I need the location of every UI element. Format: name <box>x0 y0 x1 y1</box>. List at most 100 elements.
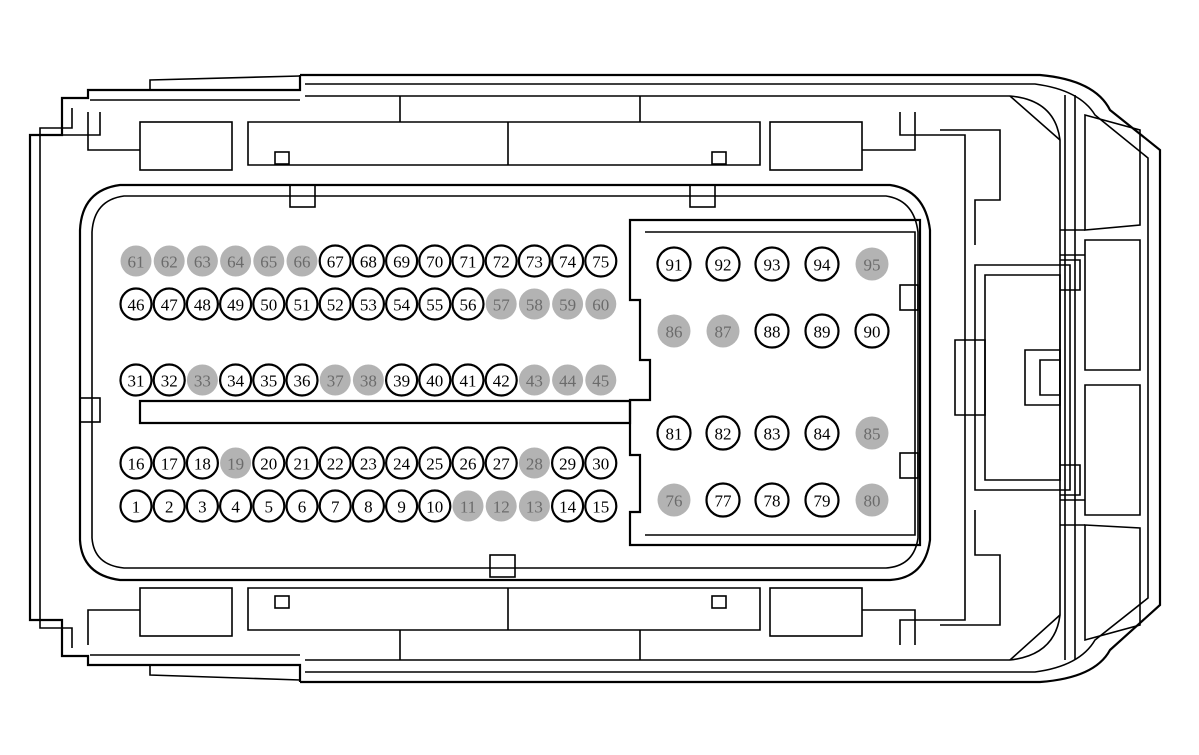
pin-number: 9 <box>397 498 406 517</box>
pin-circle <box>252 287 286 321</box>
pin-number: 65 <box>260 253 277 272</box>
pin-77: 77 <box>705 482 741 518</box>
pin-8: 8 <box>351 489 385 523</box>
pin-circle <box>518 364 550 396</box>
pin-14: 14 <box>550 489 585 523</box>
pin-52: 52 <box>318 287 352 321</box>
pin-number: 93 <box>764 256 781 275</box>
pin-number: 49 <box>227 296 244 315</box>
pin-34: 34 <box>219 363 253 397</box>
pin-number: 28 <box>526 455 543 474</box>
pin-number: 88 <box>764 323 781 342</box>
pin-number: 30 <box>592 455 609 474</box>
pin-number: 89 <box>814 323 831 342</box>
pin-circle <box>351 446 385 480</box>
pin-83: 83 <box>754 415 790 451</box>
pin-63: 63 <box>186 245 218 277</box>
pin-90: 90 <box>854 313 890 349</box>
pin-70: 70 <box>418 244 452 278</box>
pin-number: 92 <box>715 256 732 275</box>
pin-circle <box>219 489 253 523</box>
pin-number: 91 <box>666 256 683 275</box>
pin-44: 44 <box>552 364 584 396</box>
pin-number: 16 <box>128 455 145 474</box>
pin-35: 35 <box>252 363 286 397</box>
pin-74: 74 <box>550 244 585 278</box>
pin-circle <box>754 415 790 451</box>
pin-number: 64 <box>227 253 245 272</box>
pin-number: 40 <box>426 372 443 391</box>
pin-number: 84 <box>814 425 832 444</box>
pin-number: 47 <box>161 296 179 315</box>
pin-circle <box>385 489 419 523</box>
pin-number: 11 <box>460 498 476 517</box>
pin-circle <box>119 489 153 523</box>
pin-12: 12 <box>485 490 517 522</box>
pin-25: 25 <box>418 446 452 480</box>
pin-circle <box>385 287 419 321</box>
pin-30: 30 <box>584 446 618 480</box>
pin-53: 53 <box>351 287 385 321</box>
pin-55: 55 <box>418 287 452 321</box>
pin-circle <box>705 415 741 451</box>
pin-number: 57 <box>493 296 511 315</box>
pin-circle <box>286 245 318 277</box>
pin-93: 93 <box>754 246 790 282</box>
pin-86: 86 <box>657 314 691 348</box>
pin-number: 59 <box>559 296 576 315</box>
pin-number: 94 <box>814 256 832 275</box>
pin-15: 15 <box>584 489 618 523</box>
pin-60: 60 <box>585 288 617 320</box>
pin-circle <box>186 245 218 277</box>
pin-number: 19 <box>227 455 244 474</box>
pin-68: 68 <box>351 244 385 278</box>
pin-circle <box>185 489 219 523</box>
pin-number: 60 <box>592 296 609 315</box>
pin-circle <box>804 482 840 518</box>
pin-16: 16 <box>119 446 153 480</box>
pin-9: 9 <box>385 489 419 523</box>
pin-number: 41 <box>460 372 477 391</box>
pin-circle <box>855 247 889 281</box>
pin-circle <box>351 287 385 321</box>
pin-circle <box>485 288 517 320</box>
pin-number: 25 <box>426 455 443 474</box>
pin-50: 50 <box>252 287 286 321</box>
pin-59: 59 <box>552 288 584 320</box>
pin-61: 61 <box>120 245 152 277</box>
pin-circle <box>552 288 584 320</box>
pin-circle <box>252 363 286 397</box>
pin-circle <box>253 245 285 277</box>
pin-circle <box>585 364 617 396</box>
pin-number: 77 <box>715 492 733 511</box>
pin-number: 61 <box>128 253 145 272</box>
pin-number: 74 <box>559 253 577 272</box>
pin-number: 10 <box>426 498 443 517</box>
pin-31: 31 <box>119 363 153 397</box>
pin-95: 95 <box>855 247 889 281</box>
pin-circle <box>484 244 518 278</box>
pin-circle <box>552 364 584 396</box>
pin-circle <box>418 363 452 397</box>
pin-circle <box>855 483 889 517</box>
pin-circle <box>319 364 351 396</box>
pin-circle <box>185 287 219 321</box>
pin-circle <box>550 489 585 523</box>
pin-6: 6 <box>285 489 319 523</box>
pin-2: 2 <box>152 489 186 523</box>
pin-circle <box>152 446 186 480</box>
pin-number: 95 <box>864 256 881 275</box>
pin-circle <box>153 245 185 277</box>
pin-circle <box>351 244 385 278</box>
pin-46: 46 <box>119 287 153 321</box>
pin-circle <box>451 244 485 278</box>
pin-circle <box>584 489 618 523</box>
pin-number: 78 <box>764 492 781 511</box>
pin-number: 63 <box>194 253 211 272</box>
pin-number: 51 <box>294 296 311 315</box>
pin-89: 89 <box>804 313 840 349</box>
pin-circle <box>518 288 550 320</box>
pin-circle <box>451 363 485 397</box>
